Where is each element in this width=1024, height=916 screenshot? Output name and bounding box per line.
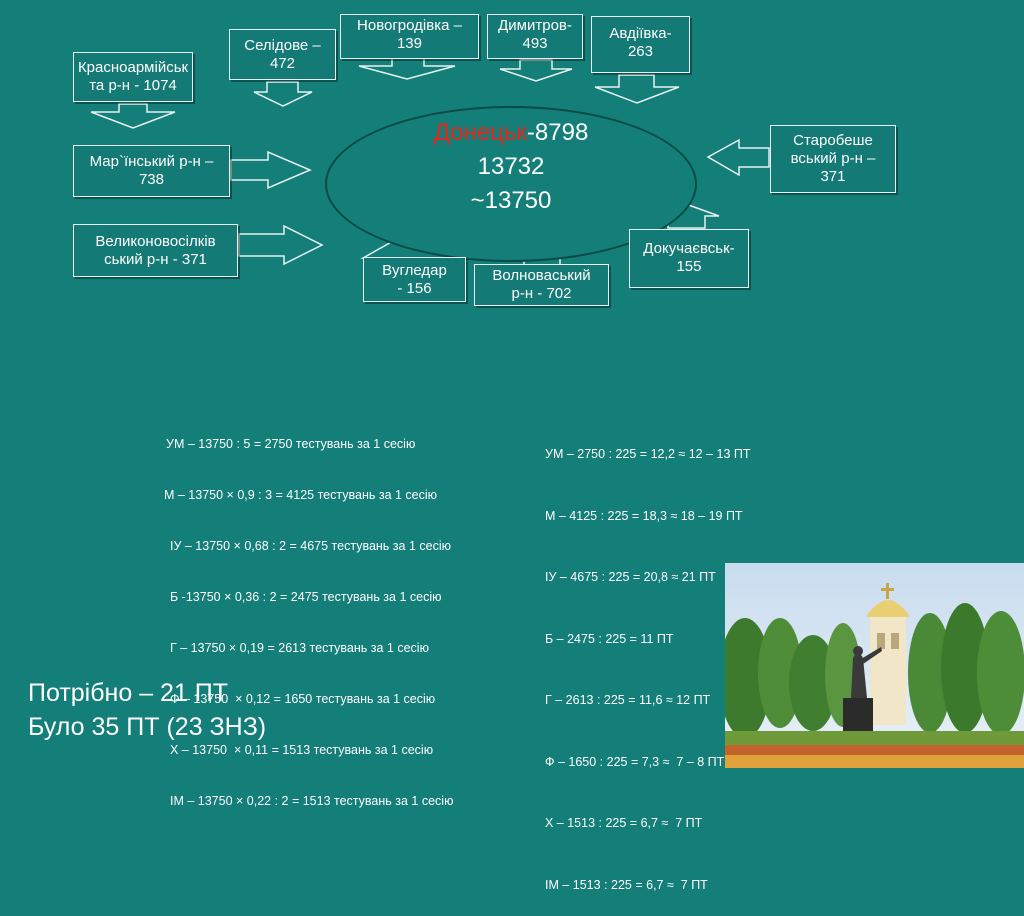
- node-label: - 156: [397, 279, 432, 297]
- node-dokuchaievsk: Докучаєвськ-155: [629, 229, 749, 288]
- node-label: 493: [522, 35, 548, 52]
- node-label: 155: [676, 258, 702, 275]
- calc-right-line: Г – 2613 : 225 = 11,6 ≈ 12 ПТ: [545, 693, 711, 707]
- summary-block: Потрібно – 21 ПТ Було 35 ПТ (23 ЗНЗ): [28, 676, 266, 744]
- center-line2: 13732: [477, 153, 545, 180]
- calc-left-line: Г – 13750 × 0,19 = 2613 тестувань за 1 с…: [170, 641, 429, 655]
- node-label: та р-н - 1074: [89, 77, 177, 94]
- node-marinskyi: Мар`їнський р-н –738: [73, 145, 230, 197]
- node-label: Красноармійськ: [77, 59, 189, 76]
- node-label: Волноваський: [492, 267, 591, 284]
- calc-left-line: УМ – 13750 : 5 = 2750 тестувань за 1 сес…: [166, 437, 416, 451]
- summary-was: Було 35 ПТ (23 ЗНЗ): [28, 713, 267, 741]
- city-photo: [725, 563, 1024, 768]
- arrow-velykonovosilkivskyi: [238, 224, 324, 266]
- node-vuhledar: Вугледар- 156: [363, 257, 466, 302]
- node-label: 263: [627, 43, 653, 60]
- calc-left-line: Ф – 13750 × 0,12 = 1650 тестувань за 1 с…: [170, 692, 436, 706]
- arrow-marinskyi: [230, 150, 312, 190]
- node-label: Авдіївка-: [609, 25, 672, 42]
- calc-right-line: Ф – 1650 : 225 = 7,3 ≈ 7 – 8 ПТ: [545, 754, 725, 769]
- calc-right-line: Б – 2475 : 225 = 11 ПТ: [545, 631, 674, 646]
- calc-right-line: УМ – 2750 : 225 = 12,2 ≈ 12 – 13 ПТ: [545, 447, 751, 461]
- node-label: Докучаєвськ-: [643, 240, 735, 257]
- calc-right-block: УМ – 2750 : 225 = 12,2 ≈ 12 – 13 ПТ М – …: [545, 403, 751, 916]
- calc-left-line: М – 13750 × 0,9 : 3 = 4125 тестувань за …: [164, 488, 438, 502]
- arrow-selydove: [253, 81, 313, 107]
- node-label: р-н - 702: [511, 285, 572, 302]
- calc-right-line: ІМ – 1513 : 225 = 6,7 ≈ 7 ПТ: [545, 877, 708, 892]
- node-novohrodivka: Новогродівка –139: [340, 14, 479, 59]
- calc-right-line: Х – 1513 : 225 = 6,7 ≈ 7 ПТ: [545, 816, 703, 830]
- node-label: Селідове –: [244, 36, 321, 54]
- node-label: Мар`їнський р-н –: [89, 153, 214, 170]
- arrow-krasnoarmiisk: [90, 103, 176, 129]
- calc-right-line: ІУ – 4675 : 225 = 20,8 ≈ 21 ПТ: [545, 570, 716, 584]
- node-label: ський р-н - 371: [104, 250, 207, 268]
- center-line3: ~13750: [470, 187, 552, 214]
- node-selydove: Селідове –472: [229, 29, 336, 80]
- node-label: Старобеше: [793, 132, 873, 149]
- node-label: 472: [269, 54, 295, 72]
- node-label: Новогродівка –: [357, 17, 462, 34]
- arrow-avdiivka: [594, 74, 680, 104]
- node-label: Вугледар: [382, 261, 447, 279]
- node-label: 139: [396, 35, 422, 52]
- arrow-dymytrov: [499, 59, 573, 82]
- city-photo-image: [725, 563, 1024, 768]
- calc-left-line: Х – 13750 × 0,11 = 1513 тестувань за 1 с…: [170, 743, 434, 757]
- calc-left-line: ІУ – 13750 × 0,68 : 2 = 4675 тестувань з…: [170, 539, 451, 553]
- node-label: вський р-н –: [790, 150, 876, 167]
- node-label: 738: [138, 171, 164, 188]
- node-label: 371: [820, 168, 846, 185]
- calc-left-block: УМ – 13750 : 5 = 2750 тестувань за 1 сес…: [164, 402, 453, 827]
- calc-left-line: Б -13750 × 0,36 : 2 = 2475 тестувань за …: [170, 590, 442, 604]
- calc-left-line: ІМ – 13750 × 0,22 : 2 = 1513 тестувань з…: [170, 794, 454, 808]
- center-city-name: Донецьк: [433, 119, 527, 146]
- summary-needed: Потрібно – 21 ПТ: [28, 679, 229, 707]
- arrow-novohrodivka: [358, 55, 456, 80]
- node-avdiivka: Авдіївка-263: [591, 16, 690, 73]
- center-line1-value: -8798: [526, 119, 589, 146]
- calc-right-line: М – 4125 : 225 = 18,3 ≈ 18 – 19 ПТ: [545, 508, 743, 523]
- node-label: Великоновосілків: [95, 232, 216, 250]
- node-label: Димитров-: [498, 17, 572, 34]
- node-dymytrov: Димитров-493: [487, 14, 583, 59]
- arrow-starobeshevskyi: [706, 138, 770, 177]
